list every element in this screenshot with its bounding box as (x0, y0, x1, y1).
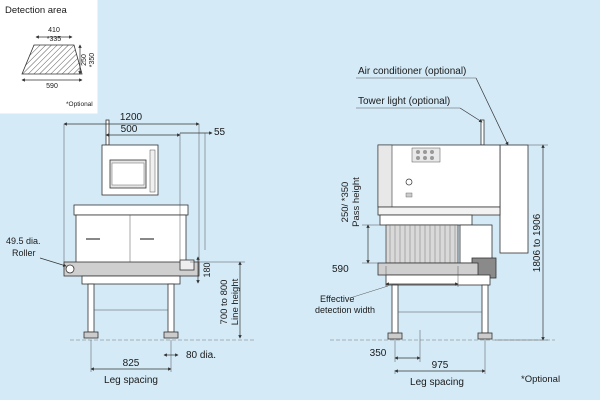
pass-height-label: Pass height (351, 177, 362, 227)
air-conditioner-label: Air conditioner (optional) (358, 66, 466, 77)
side-curtain (385, 224, 459, 264)
side-leg-spacing-value: 975 (432, 360, 449, 371)
inner-spacing: 350 (370, 348, 387, 359)
side-conveyor (377, 262, 479, 276)
roller-icon (65, 264, 75, 274)
front-leg-spacing-value: 825 (123, 358, 140, 369)
side-chamber-right (459, 224, 493, 264)
inset-height-value: 250 (81, 54, 88, 66)
front-main-body (75, 214, 187, 268)
overall-height: 1806 to 1906 (532, 213, 543, 272)
footnote: *Optional (521, 374, 560, 385)
effective-width-leader (349, 285, 389, 299)
front-width-total: 1200 (120, 112, 143, 123)
front-view: 1200 500 55 49.5 dia. Roller 180 700 to … (6, 112, 255, 386)
side-left-leg (391, 284, 399, 334)
front-door-handle-right (140, 238, 154, 240)
side-right-leg (481, 284, 489, 334)
front-left-foot (83, 331, 99, 339)
inset-top-value: 410 (48, 27, 60, 34)
indicator-lamp-icon (430, 150, 434, 154)
indicator-lamp-icon (416, 156, 420, 160)
front-right-foot (163, 331, 179, 339)
tower-light-leader (459, 107, 483, 123)
front-right-offset: 55 (214, 127, 226, 138)
front-leg-frame (81, 275, 181, 285)
effective-width-label-2: detection width (315, 305, 375, 315)
air-conditioner-leader (475, 77, 509, 146)
front-motor (179, 259, 195, 271)
curtain-strips (389, 225, 456, 263)
front-side-panel (149, 149, 156, 193)
side-view: Air conditioner (optional) Tower light (… (315, 66, 555, 388)
indicator-lamp-icon (423, 150, 427, 154)
front-leg-spacing-label: Leg spacing (104, 375, 158, 386)
detection-area-shape (21, 44, 83, 75)
air-conditioner-unit (499, 144, 529, 254)
key-switch-icon (405, 178, 413, 186)
inset-height-optional: *350 (89, 53, 96, 68)
front-door-handle-left (86, 238, 100, 240)
effective-width-value: 590 (332, 264, 349, 275)
side-base-frame (385, 274, 491, 286)
indicator-lamp-icon (423, 156, 427, 160)
side-indicator-panel (411, 147, 441, 163)
front-right-leg (167, 283, 175, 333)
foot-dia: 80 dia. (186, 350, 216, 361)
inset-title: Detection area (5, 5, 68, 16)
front-width-upper: 500 (121, 124, 138, 135)
side-left-foot (387, 332, 403, 340)
roller-label-1: 49.5 dia. (6, 236, 41, 246)
front-left-leg (87, 283, 95, 333)
indicator-lamp-icon (430, 156, 434, 160)
roller-label-2: Roller (12, 248, 36, 258)
tower-light-label: Tower light (optional) (358, 96, 450, 107)
effective-width-label-1: Effective (320, 294, 354, 304)
inset-bottom-value: 590 (46, 83, 58, 90)
detection-area-inset: Detection area 410 *335 250 *350 590 *Op… (0, 0, 98, 114)
side-cabinet-edge (377, 144, 393, 208)
side-switch-plate (405, 192, 413, 198)
side-chamber-lid (379, 214, 473, 226)
side-leg-spacing-label: Leg spacing (410, 377, 464, 388)
front-conveyor (63, 261, 200, 277)
indicator-lamp-icon (416, 150, 420, 154)
front-display-panel (111, 162, 145, 186)
line-height-value: 700 to 800 (219, 280, 230, 325)
side-chamber-top (377, 206, 501, 216)
side-right-foot (477, 332, 493, 340)
roller-leader (39, 257, 67, 267)
pass-height-value: 250/ *350 (340, 182, 351, 223)
front-top-frame (73, 204, 189, 216)
inset-note: *Optional (66, 101, 93, 108)
line-height-label: Line height (230, 278, 241, 325)
front-conveyor-height: 180 (202, 262, 212, 277)
side-tower-light (480, 119, 485, 146)
inset-top-optional: *335 (47, 36, 62, 43)
